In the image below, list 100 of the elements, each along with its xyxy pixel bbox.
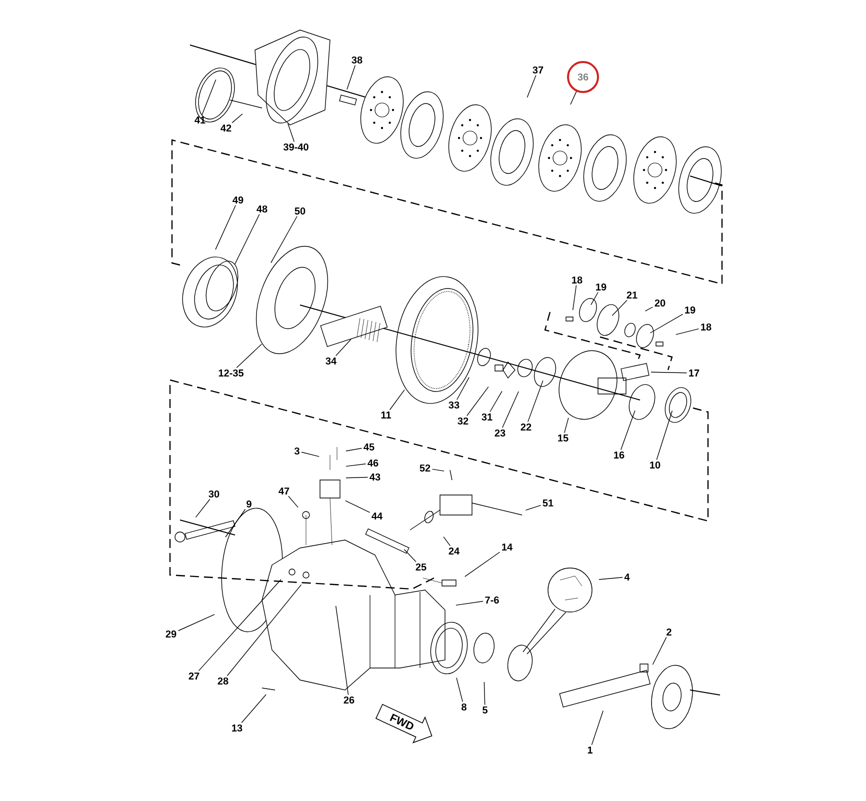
callout-number: 12-35 [218,369,244,377]
callout-number: 9 [246,500,252,508]
leader-line [466,386,489,416]
callout-number: 3 [294,447,300,455]
leader-line [178,614,215,632]
leader-line [336,339,352,356]
leader-line [346,448,362,452]
callout-number: 33 [448,401,460,409]
leader-line [198,579,282,672]
circled-callout-number: 36 [567,61,599,93]
callout-number: 22 [520,424,532,430]
leader-line [464,552,500,577]
callout-number: 39-40 [283,143,308,151]
leader-line [432,468,444,472]
leader-line [564,417,569,434]
callout-number: 37 [532,66,544,74]
leader-line [270,216,298,264]
leader-line [526,74,536,98]
leader-line [591,710,604,746]
callout-number: 32 [458,417,468,425]
callout-number: 16 [614,451,624,459]
leader-line [675,328,700,335]
callout-number: 10 [650,461,660,469]
callout-number: 50 [294,207,306,215]
leader-line [288,496,298,508]
leader-line [389,390,405,410]
leader-line [598,577,623,580]
callout-number: 20 [654,299,666,307]
leader-line [456,376,470,400]
callout-number: 29 [166,630,176,638]
callout-number: 18 [572,276,582,284]
callout-number: 42 [220,124,232,132]
callout-number: 30 [208,490,220,498]
leader-line [612,300,628,316]
leader-line [241,694,266,724]
callout-number: 13 [232,724,242,732]
callout-number: 47 [278,488,290,494]
callout-number: 25 [416,563,426,571]
leader-line [590,292,598,306]
callout-number: 31 [482,413,492,421]
callout-number: 19 [685,306,696,314]
leader-line [484,682,486,706]
callout-number: 23 [494,429,506,437]
callout-number: 45 [364,444,374,450]
leader-line [232,114,243,124]
callout-number: 41 [194,116,206,124]
leader-line [572,284,577,310]
leader-line [570,91,577,105]
callout-number: 34 [326,357,336,365]
callout-number: 26 [344,696,354,704]
callout-number: 11 [381,412,392,418]
callout-number: 4 [624,574,630,580]
leader-line [650,314,684,334]
leader-line [345,500,370,513]
leader-line [456,600,484,606]
callout-number: 5 [482,706,488,714]
leader-line [652,636,667,665]
leader-line [301,452,320,457]
leader-line [656,410,673,460]
callout-number: 14 [502,544,512,550]
leader-line [226,584,302,676]
leader-line [288,123,295,142]
callout-number: 44 [372,512,382,520]
leader-line [215,204,236,250]
callout-number: 21 [626,292,638,298]
leader-line [225,508,246,538]
leader-line [443,536,451,546]
callout-number: 28 [218,677,228,685]
leader-line [456,677,464,702]
callout-number: 19 [596,283,606,291]
callout-number: 46 [368,459,378,467]
callout-number: 27 [188,672,200,680]
leader-line [620,410,636,450]
leader-line [234,214,260,265]
leader-line [195,498,210,518]
callout-number: 24 [448,548,460,554]
callout-number: 43 [370,473,380,481]
leader-line [528,380,544,422]
callout-number: 51 [542,500,554,506]
leader-line [236,344,262,368]
callout-number: 8 [462,703,466,711]
leader-line [404,549,416,562]
leader-line [502,391,519,428]
leader-line [650,372,688,374]
leader-line [346,476,368,478]
callout-number: 18 [701,323,712,331]
leader-line [346,464,366,467]
callout-number: 1 [588,746,593,754]
callout-number: 48 [256,205,268,213]
leader-line [525,505,542,511]
leader-line [644,306,654,312]
leader-line [346,64,356,90]
callout-number: 38 [352,56,362,64]
callout-number: 49 [232,196,244,204]
callout-number: 17 [689,370,700,376]
callout-number: 2 [666,628,672,636]
callout-number: 52 [420,464,430,472]
leader-line [490,390,502,412]
callout-number: 7-6 [485,596,499,604]
callout-number: 15 [558,434,568,442]
